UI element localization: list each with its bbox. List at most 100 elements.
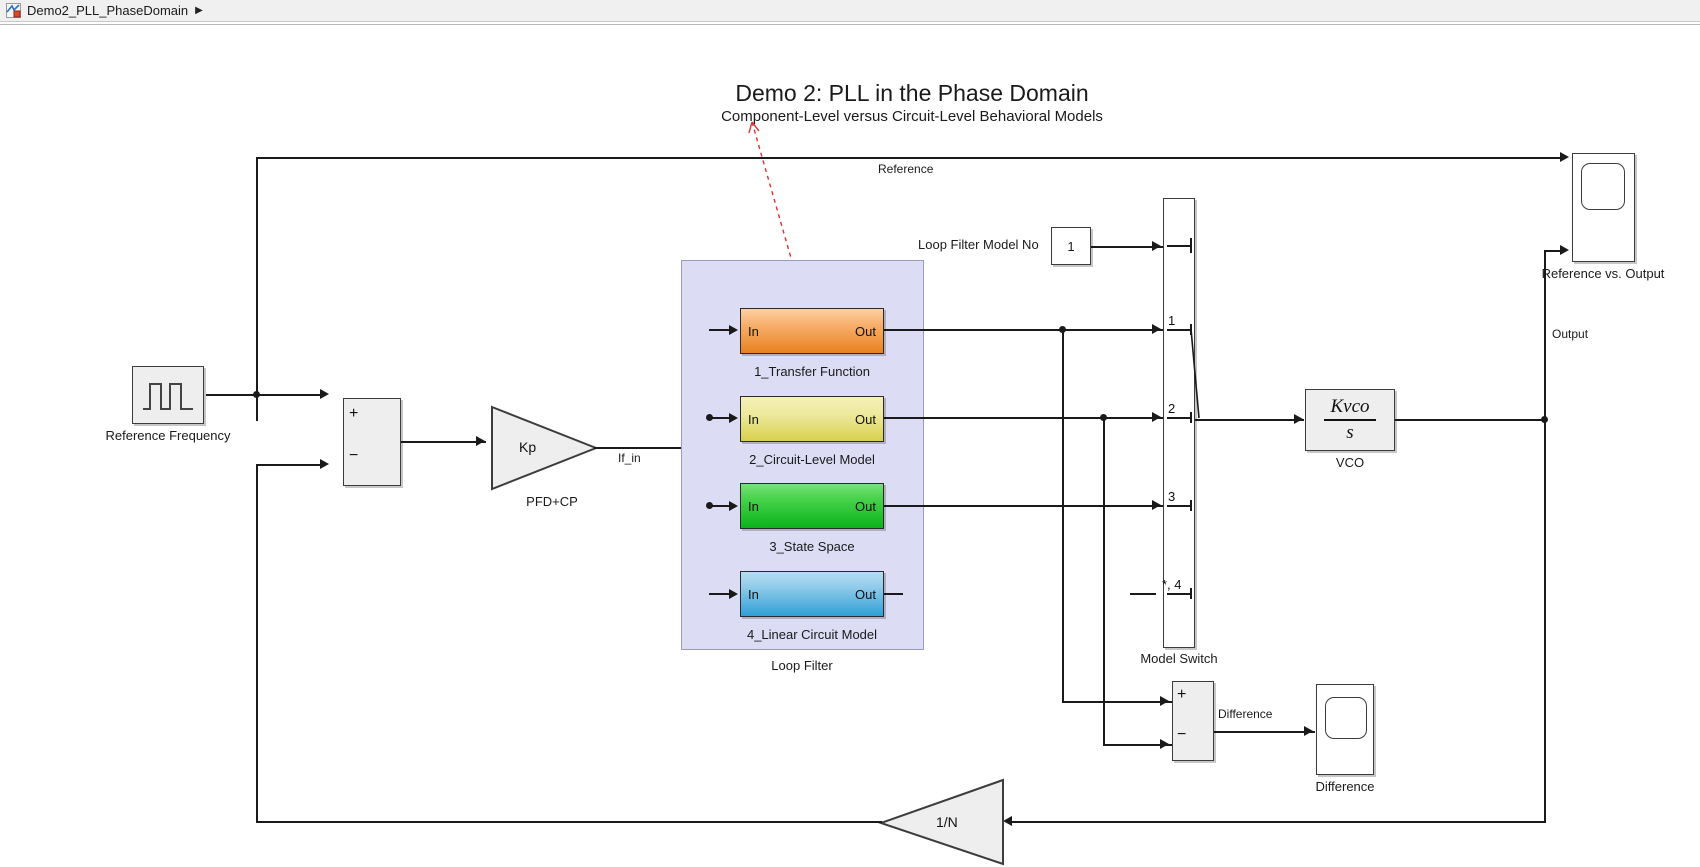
wire-to-difference-plus <box>1062 701 1172 703</box>
wire-fanout-to-block-3 <box>709 505 731 507</box>
arrow-into-block-2 <box>729 413 738 423</box>
arrow-output-to-scope <box>1560 245 1569 255</box>
loop-filter-block-2-label: 2_Circuit-Level Model <box>749 452 875 467</box>
window-titlebar: Demo2_PLL_PhaseDomain ▶ <box>0 0 1700 22</box>
wire-feedback-riser <box>256 464 258 821</box>
wire-output-to-scope <box>1544 250 1562 252</box>
vco-numerator: Kvco <box>1330 396 1370 418</box>
switch-port-1-stub <box>1167 329 1191 331</box>
difference-minus-sign: − <box>1177 726 1187 743</box>
wire-constant-to-switch <box>1091 246 1164 248</box>
switch-port-2-label: 2 <box>1168 401 1176 416</box>
signal-label-if-in: If_in <box>618 451 641 465</box>
scope-difference-block[interactable] <box>1316 684 1374 775</box>
block-2-in-port-label: In <box>748 411 759 427</box>
wire-block1-tap-down <box>1062 329 1064 701</box>
block-4-out-port-label: Out <box>855 586 876 602</box>
sum-minus-sign: − <box>349 447 359 464</box>
switch-port-3-stub <box>1167 505 1191 507</box>
phase-detector-sum-block[interactable]: + − <box>343 398 401 486</box>
block-3-out-port-label: Out <box>855 498 876 514</box>
reference-frequency-block[interactable] <box>132 366 204 424</box>
arrow-into-difference-scope <box>1304 726 1313 736</box>
junction-fanout-3 <box>706 502 713 509</box>
wire-fanout-to-block-4 <box>709 593 731 595</box>
loop-filter-model-no-label: Loop Filter Model No <box>918 237 1039 252</box>
loop-filter-block-4[interactable]: In Out <box>740 571 884 617</box>
titlebar-separator <box>0 23 1700 25</box>
switch-port-1-tick <box>1190 324 1192 335</box>
wire-block2-tap-down <box>1103 417 1105 744</box>
wire-fanout-to-block-1 <box>709 329 731 331</box>
loop-filter-block-3[interactable]: In Out <box>740 483 884 529</box>
pulse-generator-icon <box>143 383 193 410</box>
pfd-cp-label: PFD+CP <box>526 494 578 509</box>
wire-block2-to-switch <box>884 417 1164 419</box>
switch-control-stub <box>1167 245 1191 247</box>
loop-filter-label: Loop Filter <box>771 658 833 673</box>
diagram-title: Demo 2: PLL in the Phase Domain <box>735 80 1089 106</box>
block-3-in-port-label: In <box>748 498 759 514</box>
feedback-divider-block[interactable]: 1/N <box>878 777 1006 867</box>
wire-reference-riser <box>256 157 258 421</box>
switch-control-tick <box>1190 238 1192 253</box>
wire-to-switch-port-4 <box>1130 593 1156 595</box>
loop-filter-block-1[interactable]: In Out <box>740 308 884 354</box>
wire-reference-top <box>256 157 1562 159</box>
junction-reference-split <box>253 391 260 398</box>
feedback-divider-value: 1/N <box>936 814 958 830</box>
wire-block4-out <box>884 593 903 595</box>
difference-plus-sign: + <box>1177 686 1187 703</box>
vco-block[interactable]: Kvco s <box>1305 389 1395 451</box>
wire-divider-to-sum <box>256 821 882 823</box>
reference-frequency-label: Reference Frequency <box>105 428 231 443</box>
scope-difference-label: Difference <box>1315 779 1375 794</box>
wire-output-downer <box>1544 419 1546 821</box>
kp-gain-value: Kp <box>519 439 537 455</box>
switch-port-2-stub <box>1167 417 1191 419</box>
arrow-into-block-4 <box>729 589 738 599</box>
wire-output-riser <box>1544 250 1546 420</box>
wire-fanout-to-block-2 <box>709 417 731 419</box>
arrow-into-divider <box>1003 816 1012 826</box>
switch-port-4-tick <box>1190 588 1192 599</box>
arrow-into-difference-plus <box>1160 696 1169 706</box>
vco-fraction-bar <box>1324 419 1376 421</box>
signal-label-difference: Difference <box>1218 707 1273 721</box>
switch-port-4-label: *, 4 <box>1162 577 1182 592</box>
arrow-into-vco <box>1294 414 1303 424</box>
block-2-out-port-label: Out <box>855 411 876 427</box>
arrow-into-switch-port-2 <box>1152 412 1161 422</box>
arrow-into-kp-gain <box>476 436 485 446</box>
switch-port-1-label: 1 <box>1168 313 1176 328</box>
block-1-out-port-label: Out <box>855 323 876 339</box>
model-switch-label: Model Switch <box>1140 651 1218 666</box>
wire-sum-to-gain <box>401 441 486 443</box>
scope-reference-vs-output-block[interactable] <box>1572 153 1635 262</box>
arrow-into-block-3 <box>729 501 738 511</box>
vco-denominator: s <box>1346 421 1354 443</box>
simulink-model-icon <box>6 3 21 18</box>
pfd-cp-gain-block[interactable]: Kp <box>489 404 599 492</box>
model-switch-block[interactable] <box>1163 198 1195 648</box>
wire-vco-out <box>1395 419 1545 421</box>
wire-feedback-bottom <box>1012 821 1546 823</box>
arrow-reference-to-scope <box>1560 152 1569 162</box>
loop-filter-block-1-label: 1_Transfer Function <box>754 364 870 379</box>
breadcrumb-model-name[interactable]: Demo2_PLL_PhaseDomain <box>27 3 189 18</box>
vco-label: VCO <box>1335 455 1365 470</box>
breadcrumb-chevron-right-icon[interactable]: ▶ <box>195 5 203 16</box>
difference-sum-block[interactable]: + − <box>1172 681 1214 761</box>
scope-difference-screen-icon <box>1325 697 1367 739</box>
arrow-into-sum-plus <box>320 389 329 399</box>
loop-filter-block-2[interactable]: In Out <box>740 396 884 442</box>
block-4-in-port-label: In <box>748 586 759 602</box>
arrow-into-sum-minus <box>320 459 329 469</box>
diagram-subtitle: Component-Level versus Circuit-Level Beh… <box>721 108 1103 125</box>
wire-if-in <box>594 447 710 449</box>
arrow-into-block-1 <box>729 325 738 335</box>
loop-filter-model-no-constant-block[interactable]: 1 <box>1051 227 1091 265</box>
simulink-canvas[interactable]: Demo 2: PLL in the Phase Domain Componen… <box>0 26 1700 866</box>
signal-label-output: Output <box>1552 327 1589 341</box>
vco-transfer-function: Kvco s <box>1306 390 1394 450</box>
